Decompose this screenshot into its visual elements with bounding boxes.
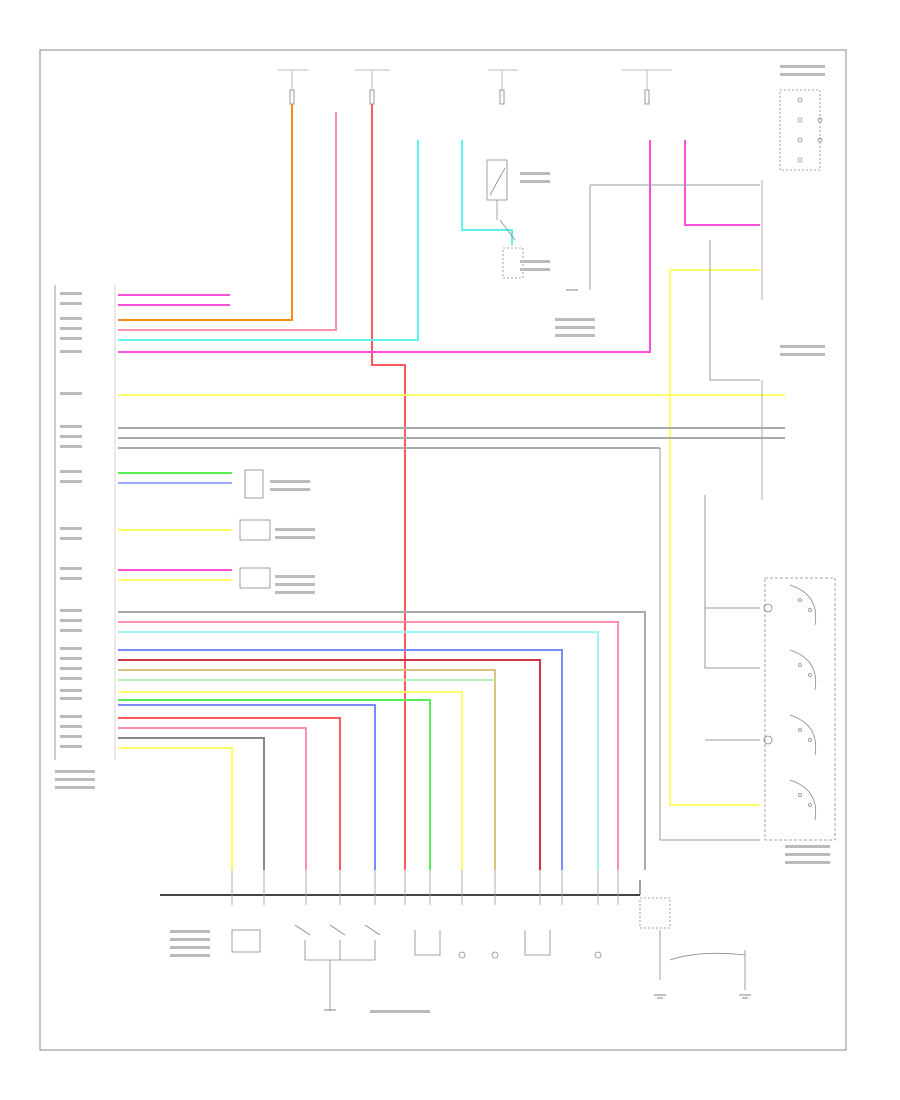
diagram-frame [39,49,847,1051]
connector-stubs [231,870,619,905]
transmission-connector [160,880,641,896]
wire-gray-5 [118,611,646,870]
transmission-components [231,897,746,1010]
wire-blue-2 [118,704,376,870]
switch-3 [364,924,381,960]
fuse-1 [289,89,295,105]
wire-cyan-3 [118,631,599,870]
switch-2 [329,924,346,960]
wire-black-2 [704,495,760,669]
top-right-switch [779,89,823,171]
wire-harness [118,104,785,870]
wire-black-1 [709,240,760,381]
faint-label-marks [55,65,830,1013]
wire-black-3 [659,448,760,841]
wire-pink-2 [118,621,619,870]
wire-cyan-2 [461,140,513,245]
solenoid-b [458,951,466,959]
wire-yellow-3 [669,395,760,806]
wire-pink-3 [118,727,307,870]
range-switch [763,577,836,841]
ground-symbols [324,289,751,1011]
ignition-relay [486,159,524,279]
pressure-control [594,951,602,959]
small-components [239,469,271,589]
power-feeds [278,69,672,105]
solenoid-c [491,951,499,959]
control-module-connector [54,285,116,760]
wire-cyan [118,140,419,341]
wire-orange [118,104,293,321]
pressure-sensor [231,929,261,953]
wire-red-2 [118,717,341,870]
wire-yellow-2 [669,269,760,395]
fuse-3 [499,89,505,105]
wire-pink [118,112,337,331]
solenoid-a [414,930,441,956]
wire-gray-4 [118,737,265,870]
wire-magenta-3 [118,140,651,353]
fuse-2 [369,89,375,105]
switch-1 [294,924,311,960]
wire-red-main [371,104,406,870]
wire-yellow-7 [118,691,463,870]
fuse-4 [644,89,650,105]
speed-sensor [524,930,551,956]
wire-yellow-6 [118,747,233,870]
wire-magenta-4 [684,140,760,226]
wire-darkred [118,659,541,870]
wire-tan [118,669,496,870]
wire-green-2 [118,699,431,870]
wire-blue-3 [118,649,563,870]
relay-module [639,897,671,929]
